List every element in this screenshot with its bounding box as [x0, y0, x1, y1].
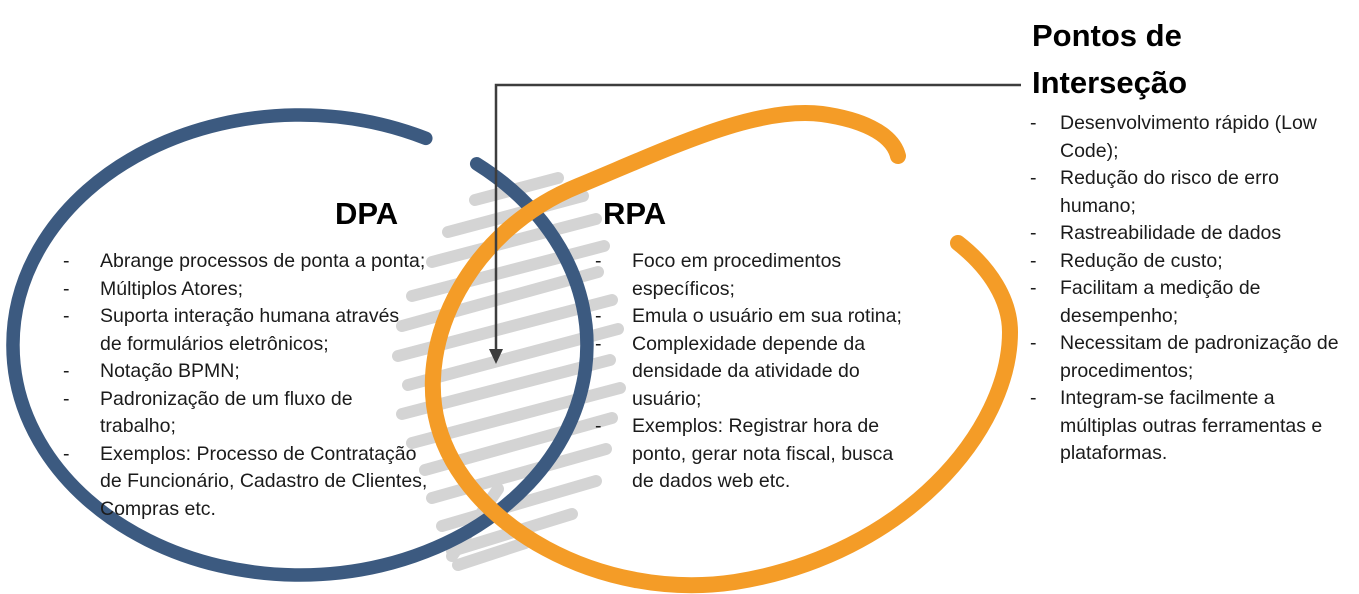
list-item: - Desenvolvimento rápido (Low Code);: [1030, 110, 1339, 165]
bullet-text: Rastreabilidade de dados: [1060, 222, 1282, 244]
bullet-dash: -: [595, 332, 602, 355]
list-item: - Exemplos: Registrar hora de ponto, gera…: [595, 413, 902, 496]
bullet-dash: -: [1030, 112, 1037, 134]
list-item: - Integram-se facilmente a múltiplas outr…: [1030, 385, 1339, 468]
list-item: - Rastreabilidade de dados: [1030, 220, 1339, 248]
bullet-dash: -: [63, 442, 70, 465]
bullet-dash: -: [595, 305, 602, 327]
bullet-dash: -: [1030, 332, 1037, 354]
rpa-circle: [424, 105, 1019, 594]
dpa-list: - Abrange processos de ponta a ponta; - Mú…: [63, 248, 427, 523]
bullet-text: Necessitam de padronização de procedimen…: [1060, 332, 1339, 382]
bullet-text: Complexidade depende da densidade da ati…: [632, 332, 866, 410]
rpa-heading: RPA: [603, 196, 667, 231]
list-item: - Foco em procedimentos específicos;: [595, 248, 902, 303]
list-item: - Emula o usuário em sua rotina;: [595, 303, 902, 331]
list-item: - Necessitam de padronização de procedime…: [1030, 330, 1339, 385]
rpa-list: - Foco em procedimentos específicos; - Emu…: [595, 248, 902, 496]
list-item: - Redução do risco de erro humano;: [1030, 165, 1339, 220]
bullet-dash: -: [595, 250, 602, 272]
bullet-text: Foco em procedimentos específicos;: [632, 250, 842, 300]
dpa-circle: [6, 108, 594, 582]
bullet-dash: -: [1030, 167, 1037, 189]
bullet-text: Padronização de um fluxo de trabalho;: [100, 387, 353, 438]
bullet-text: Múltiplos Atores;: [100, 277, 244, 300]
bullet-text: Exemplos: Processo de Contratação de Fun…: [100, 442, 428, 520]
bullet-text: Notação BPMN;: [100, 360, 240, 382]
list-item: - Múltiplos Atores;: [63, 276, 427, 304]
intersection-list: -Desenvolvimento rápido (Low Code); -Red…: [1030, 110, 1339, 468]
bullet-dash: -: [63, 277, 70, 300]
list-item: - Exemplos: Processo de Contratação de Fu…: [63, 441, 427, 524]
bullet-dash: -: [1030, 249, 1037, 272]
bullet-dash: -: [1030, 387, 1037, 409]
list-item: - Facilitam a medição de desempenho;: [1030, 275, 1339, 330]
bullet-text: Desenvolvimento rápido (Low Code);: [1060, 112, 1317, 162]
bullet-text: Integram-se facilmente a múltiplas outra…: [1060, 387, 1323, 464]
bullet-text: Facilitam a medição de desempenho;: [1060, 277, 1261, 327]
page-title: Pontos de Interseção: [1032, 18, 1188, 100]
bullet-text: Emula o usuário em sua rotina;: [632, 305, 902, 327]
bullet-text: Redução do risco de erro humano;: [1060, 167, 1279, 217]
list-item: - Suporta interação humana através de for…: [63, 303, 427, 358]
dpa-heading: DPA: [335, 196, 399, 231]
bullet-dash: -: [63, 387, 70, 410]
list-item: - Abrange processos de ponta a ponta;: [63, 248, 427, 276]
bullet-dash: -: [63, 250, 70, 272]
list-item: - Complexidade depende da densidade da at…: [595, 331, 902, 414]
bullet-text: Abrange processos de ponta a ponta;: [100, 250, 426, 272]
bullet-text: Exemplos: Registrar hora de ponto, gerar…: [632, 415, 894, 492]
bullet-text: Suporta interação humana através de form…: [100, 305, 400, 355]
connector-arrow-icon: [489, 83, 1021, 364]
bullet-dash: -: [595, 415, 602, 437]
bullet-dash: -: [1030, 277, 1037, 299]
bullet-dash: -: [1030, 222, 1037, 244]
list-item: -Redução de custo;: [1030, 248, 1339, 276]
list-item: - Padronização de um fluxo de trabalho;: [63, 386, 427, 441]
bullet-text: Redução de custo;: [1060, 249, 1223, 272]
list-item: - Notação BPMN;: [63, 358, 427, 386]
bullet-dash: -: [63, 360, 70, 382]
bullet-dash: -: [63, 305, 70, 327]
